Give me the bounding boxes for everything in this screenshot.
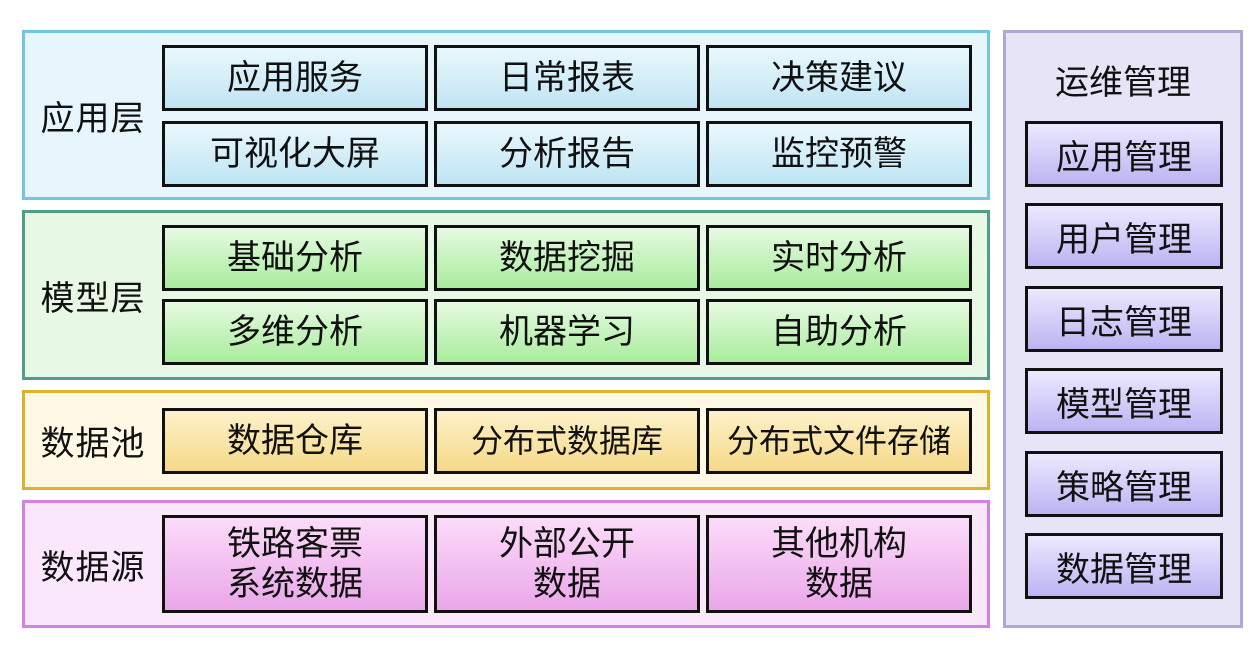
layer-label-model: 模型层 (40, 278, 146, 319)
box-external-public-data: 外部公开 数据 (434, 515, 700, 613)
ops-item-application-management: 应用管理 (1025, 121, 1223, 187)
box-decision-advice: 决策建议 (706, 45, 972, 111)
model-layer: 模型层 基础分析 数据挖掘 实时分析 多维分析 机器学习 自助分析 (22, 210, 990, 380)
layer-label-application: 应用层 (40, 98, 146, 139)
box-realtime-analysis: 实时分析 (706, 225, 972, 291)
box-machine-learning: 机器学习 (434, 299, 700, 365)
box-analysis-report: 分析报告 (434, 121, 700, 187)
box-basic-analysis: 基础分析 (162, 225, 428, 291)
ops-item-data-management: 数据管理 (1025, 533, 1223, 599)
box-multidim-analysis: 多维分析 (162, 299, 428, 365)
operations-title: 运维管理 (1055, 63, 1191, 103)
operations-panel: 运维管理 应用管理 用户管理 日志管理 模型管理 策略管理 数据管理 (1003, 30, 1243, 628)
data-pool-layer: 数据池 数据仓库 分布式数据库 分布式文件存储 (22, 390, 990, 490)
application-layer: 应用层 应用服务 日常报表 决策建议 可视化大屏 分析报告 监控预警 (22, 30, 990, 200)
layer-label-data-pool: 数据池 (40, 423, 146, 464)
box-visual-screen: 可视化大屏 (162, 121, 428, 187)
box-distributed-database: 分布式数据库 (434, 408, 700, 474)
ops-item-model-management: 模型管理 (1025, 368, 1223, 434)
box-monitoring-alert: 监控预警 (706, 121, 972, 187)
box-daily-report: 日常报表 (434, 45, 700, 111)
box-application-service: 应用服务 (162, 45, 428, 111)
box-self-service-analysis: 自助分析 (706, 299, 972, 365)
box-other-institution-data: 其他机构 数据 (706, 515, 972, 613)
data-source-layer: 数据源 铁路客票 系统数据 外部公开 数据 其他机构 数据 (22, 500, 990, 628)
ops-item-log-management: 日志管理 (1025, 286, 1223, 352)
layer-label-data-source: 数据源 (40, 547, 146, 588)
ops-item-strategy-management: 策略管理 (1025, 451, 1223, 517)
box-data-mining: 数据挖掘 (434, 225, 700, 291)
box-railway-ticket-data: 铁路客票 系统数据 (162, 515, 428, 613)
box-data-warehouse: 数据仓库 (162, 408, 428, 474)
ops-item-user-management: 用户管理 (1025, 203, 1223, 269)
box-distributed-file-storage: 分布式文件存储 (706, 408, 972, 474)
